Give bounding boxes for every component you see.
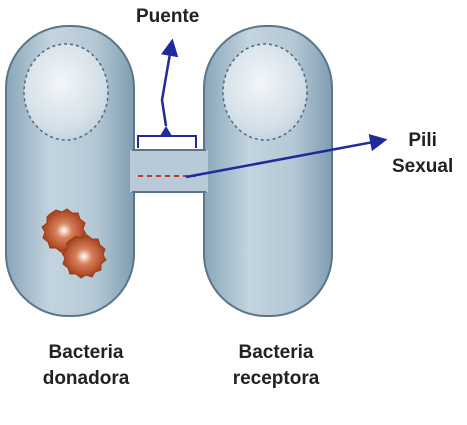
label-donor-line2: donadora xyxy=(42,368,130,389)
label-sex-pilus-line1: Pili xyxy=(408,130,437,151)
label-recipient-line1: Bacteria xyxy=(238,342,314,363)
conjugation-bridge xyxy=(130,150,208,192)
bridge-arrow xyxy=(160,38,179,127)
label-recipient-bacteria: Bacteria receptora xyxy=(212,340,340,392)
label-recipient-line2: receptora xyxy=(232,368,320,389)
label-donor-bacteria: Bacteria donadora xyxy=(22,340,150,392)
donor-nucleoid xyxy=(23,43,109,141)
plasmid-2 xyxy=(61,234,107,279)
pili-arrow xyxy=(185,133,388,179)
bridge-bracket xyxy=(137,135,197,148)
label-bridge: Puente xyxy=(136,6,200,27)
label-sex-pilus: Pili Sexual xyxy=(392,128,453,180)
label-sex-pilus-line2: Sexual xyxy=(392,156,454,177)
label-donor-line1: Bacteria xyxy=(48,342,124,363)
recipient-nucleoid xyxy=(222,43,308,141)
